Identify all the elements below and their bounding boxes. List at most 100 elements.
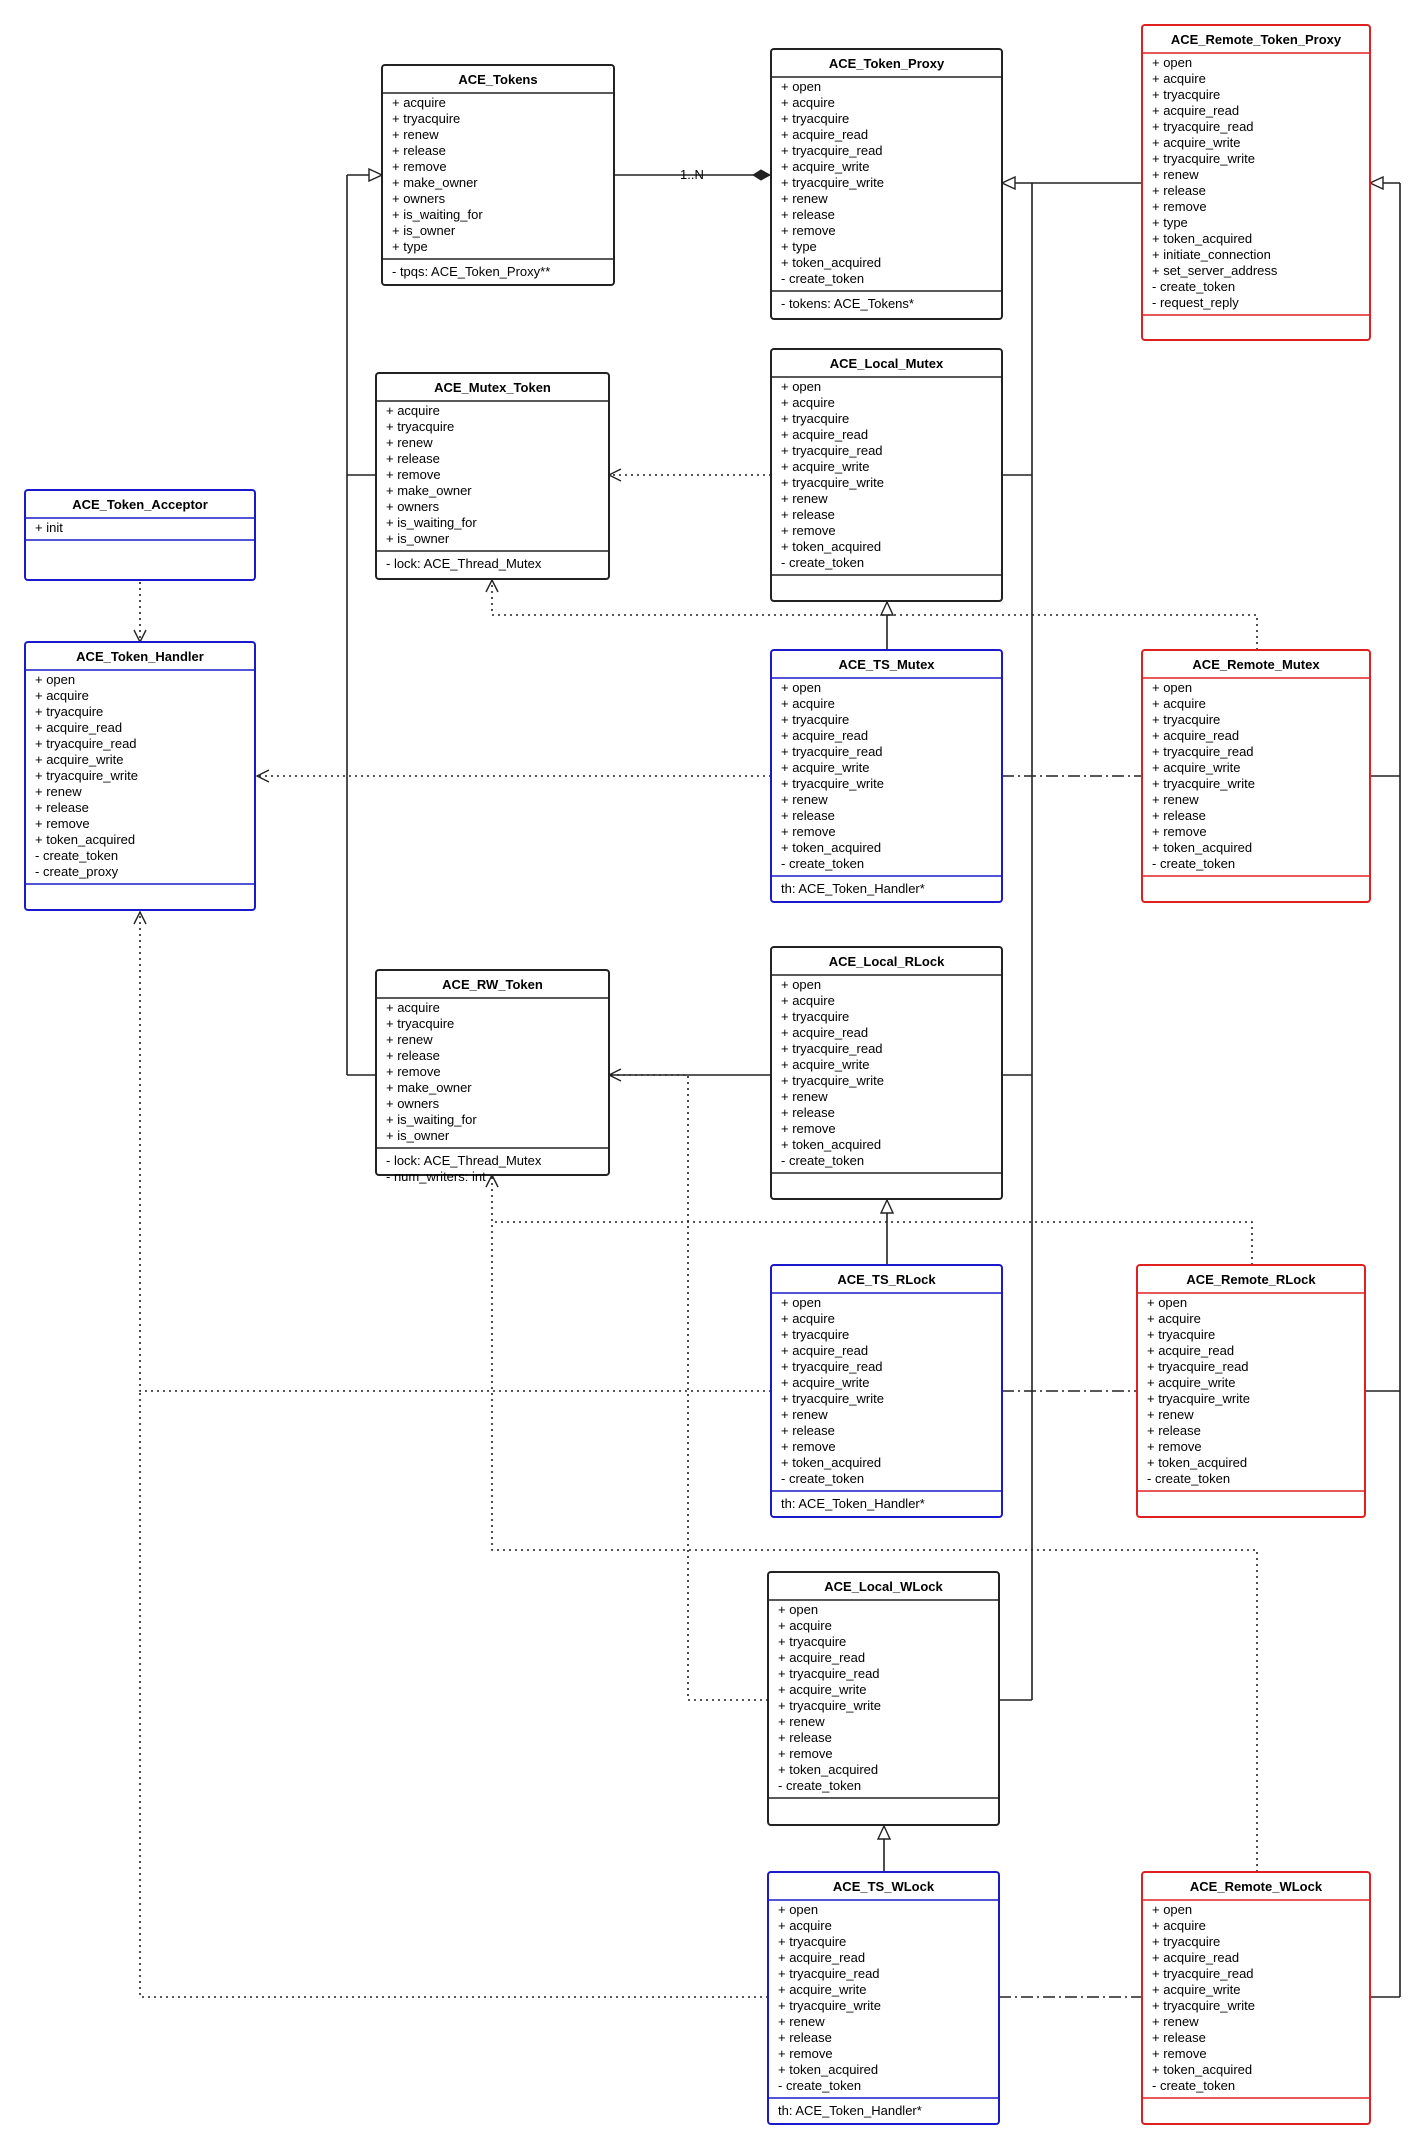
class-operation: + token_acquired [778, 1762, 878, 1777]
class-operation: - create_token [35, 848, 118, 863]
class-operation: + renew [35, 784, 82, 799]
class-operation: + remove [392, 159, 447, 174]
class-operation: + acquire [781, 1311, 835, 1326]
class-border [1141, 24, 1371, 341]
class-operation: + remove [1152, 2046, 1207, 2061]
class-operation: + release [1152, 808, 1206, 823]
class-title: ACE_Local_Mutex [830, 356, 944, 371]
class-operation: + owners [392, 191, 446, 206]
class-operation: + acquire_read [1152, 1950, 1239, 1965]
class-operation: + open [1152, 55, 1192, 70]
class-operation: - create_token [781, 856, 864, 871]
class-operation: + owners [386, 1096, 440, 1111]
class-operation: + tryacquire_read [1152, 1966, 1254, 1981]
class-operation: + token_acquired [781, 1137, 881, 1152]
class-operation: + renew [778, 2014, 825, 2029]
class-operation: + acquire_read [1152, 103, 1239, 118]
class-operation: + acquire_read [781, 1025, 868, 1040]
class-local-wlock[interactable]: ACE_Local_WLock+ open+ acquire+ tryacqui… [767, 1571, 1000, 1826]
class-operation: - create_proxy [35, 864, 119, 879]
class-operation: + tryacquire [781, 111, 849, 126]
class-acceptor[interactable]: ACE_Token_Acceptor+ init [24, 489, 256, 581]
dependency-local-wlock-rw [609, 1074, 768, 1701]
class-operation: + release [781, 507, 835, 522]
class-operation: + remove [781, 223, 836, 238]
class-operation: + tryacquire_read [781, 1359, 883, 1374]
class-operation: + tryacquire [778, 1934, 846, 1949]
class-title: ACE_RW_Token [442, 977, 543, 992]
class-operation: + owners [386, 499, 440, 514]
class-mutex-token[interactable]: ACE_Mutex_Token+ acquire+ tryacquire+ re… [375, 372, 610, 580]
class-operation: + tryacquire_write [778, 1698, 881, 1713]
class-operation: + type [1152, 215, 1188, 230]
class-operation: + token_acquired [1152, 2062, 1252, 2077]
class-handler[interactable]: ACE_Token_Handler+ open+ acquire+ tryacq… [24, 641, 256, 911]
class-operation: + release [386, 1048, 440, 1063]
class-operation: + open [781, 680, 821, 695]
class-border [1141, 649, 1371, 903]
class-operation: + renew [1152, 2014, 1199, 2029]
class-operation: + release [781, 1105, 835, 1120]
class-operation: + is_owner [392, 223, 456, 238]
class-operation: + is_owner [386, 1128, 450, 1143]
class-operation: + tryacquire_write [781, 776, 884, 791]
class-operation: + tryacquire_read [781, 1041, 883, 1056]
class-remote-rlock[interactable]: ACE_Remote_RLock+ open+ acquire+ tryacqu… [1136, 1264, 1366, 1518]
class-operation: + release [1152, 183, 1206, 198]
class-remote-mutex[interactable]: ACE_Remote_Mutex+ open+ acquire+ tryacqu… [1141, 649, 1371, 903]
class-operation: + acquire [781, 993, 835, 1008]
dependency-connectors [139, 475, 1258, 1998]
class-proxy[interactable]: ACE_Token_Proxy+ open+ acquire+ tryacqui… [770, 48, 1003, 320]
class-operation: + tryacquire_write [1147, 1391, 1250, 1406]
class-operation: + remove [781, 824, 836, 839]
class-ts-mutex[interactable]: ACE_TS_Mutex+ open+ acquire+ tryacquire+… [770, 649, 1003, 903]
class-remote-wlock[interactable]: ACE_Remote_WLock+ open+ acquire+ tryacqu… [1141, 1871, 1371, 2125]
class-operation: + acquire_read [35, 720, 122, 735]
class-operation: + remove [781, 1439, 836, 1454]
class-operation: + tryacquire_write [35, 768, 138, 783]
class-operation: + renew [778, 1714, 825, 1729]
class-operation: + tryacquire_read [35, 736, 137, 751]
class-operation: + acquire [778, 1918, 832, 1933]
class-operation: + release [781, 207, 835, 222]
class-operation: + make_owner [392, 175, 478, 190]
class-operation: - create_token [781, 271, 864, 286]
class-operation: + tryacquire [35, 704, 103, 719]
class-operation: + tryacquire_write [1152, 151, 1255, 166]
class-ts-wlock[interactable]: ACE_TS_WLock+ open+ acquire+ tryacquire+… [767, 1871, 1000, 2125]
class-border [770, 946, 1003, 1200]
class-operation: + acquire_write [781, 1057, 870, 1072]
class-remote-proxy[interactable]: ACE_Remote_Token_Proxy+ open+ acquire+ t… [1141, 24, 1371, 341]
class-rw-token[interactable]: ACE_RW_Token+ acquire+ tryacquire+ renew… [375, 969, 610, 1184]
class-operation: + acquire_read [781, 1343, 868, 1358]
class-operation: + open [35, 672, 75, 687]
dependency-ts-wlock-handler [139, 1391, 768, 1998]
class-title: ACE_Local_WLock [824, 1579, 943, 1594]
class-operation: + acquire_read [781, 127, 868, 142]
class-operation: + acquire_write [781, 459, 870, 474]
class-operation: + open [1152, 1902, 1192, 1917]
class-operation: + token_acquired [1147, 1455, 1247, 1470]
class-operation: + acquire_write [781, 159, 870, 174]
class-ts-rlock[interactable]: ACE_TS_RLock+ open+ acquire+ tryacquire+… [770, 1264, 1003, 1518]
class-operation: + acquire_write [778, 1982, 867, 1997]
class-operation: + type [392, 239, 428, 254]
class-operation: + renew [1147, 1407, 1194, 1422]
class-operation: + acquire_write [781, 1375, 870, 1390]
class-operation: + token_acquired [1152, 231, 1252, 246]
class-operation: + remove [781, 523, 836, 538]
class-operation: + acquire [778, 1618, 832, 1633]
class-title: ACE_Remote_Token_Proxy [1171, 32, 1342, 47]
class-operation: + tryacquire [1152, 712, 1220, 727]
class-operation: + tryacquire [1152, 1934, 1220, 1949]
class-tokens[interactable]: ACE_Tokens+ acquire+ tryacquire+ renew+ … [381, 64, 615, 286]
class-title: ACE_Local_RLock [829, 954, 945, 969]
class-border [375, 969, 610, 1176]
class-border [770, 1264, 1003, 1518]
class-local-rlock[interactable]: ACE_Local_RLock+ open+ acquire+ tryacqui… [770, 946, 1003, 1200]
class-operation: + remove [1152, 199, 1207, 214]
class-local-mutex[interactable]: ACE_Local_Mutex+ open+ acquire+ tryacqui… [770, 348, 1003, 602]
class-operation: + acquire_read [1152, 728, 1239, 743]
class-title: ACE_Remote_Mutex [1192, 657, 1320, 672]
